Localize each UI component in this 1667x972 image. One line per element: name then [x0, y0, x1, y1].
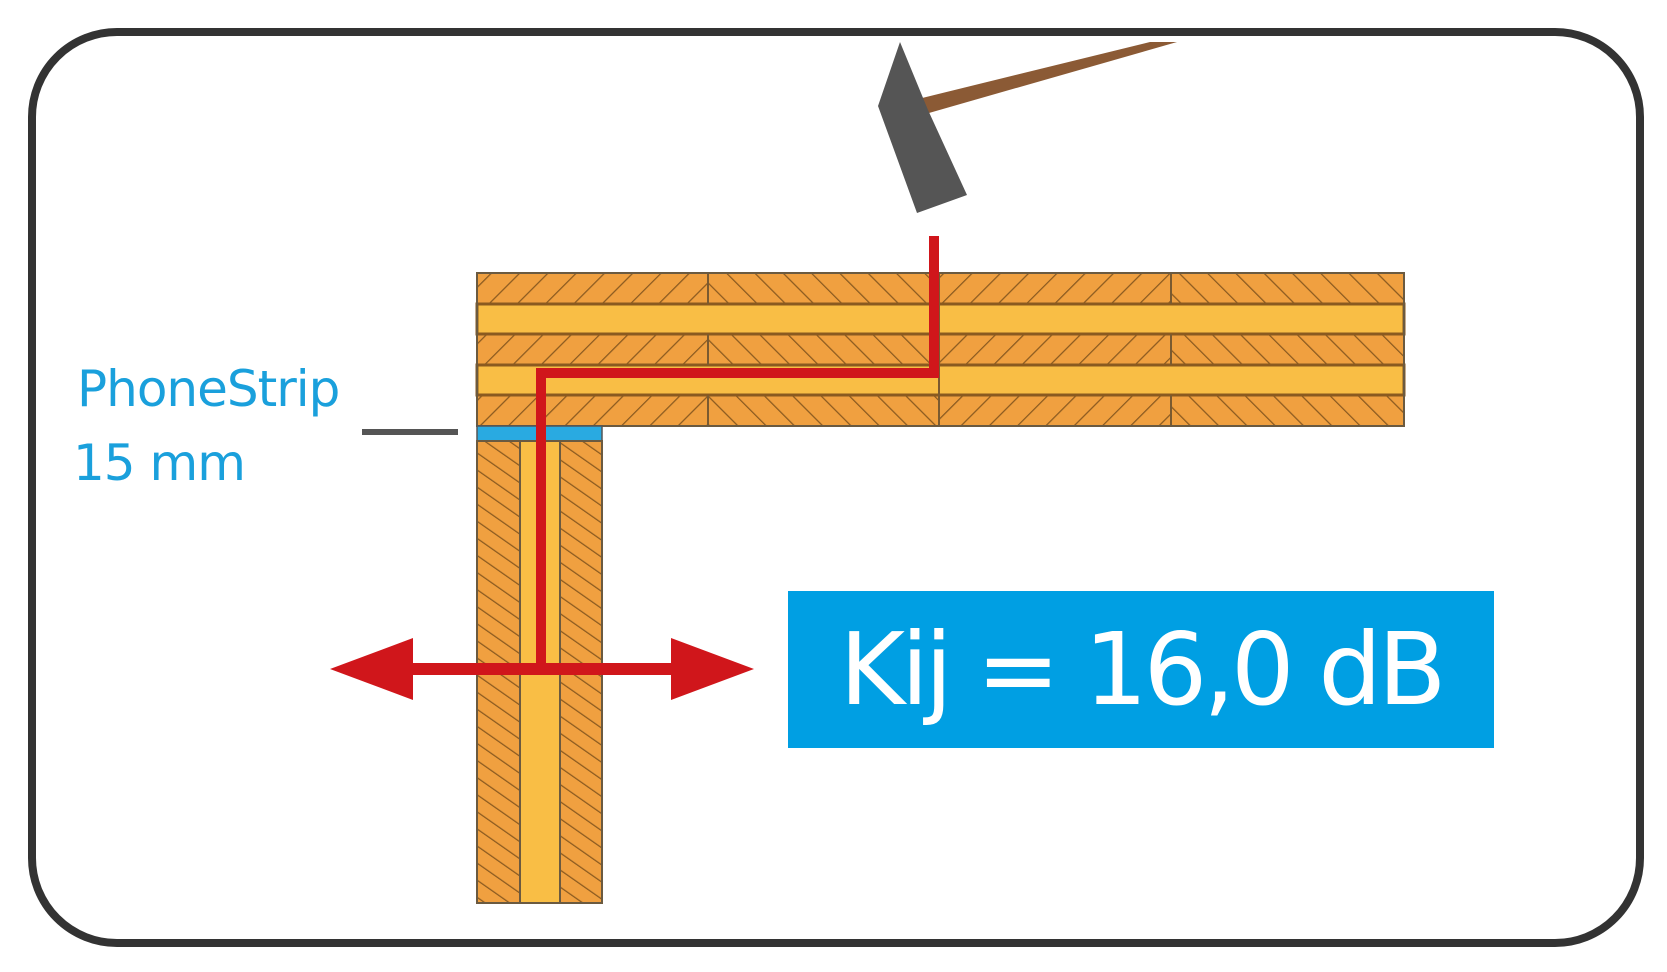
- product-thickness-label: 15 mm: [73, 434, 246, 492]
- double-arrow-icon: [330, 638, 754, 700]
- product-name-label: PhoneStrip: [77, 360, 340, 418]
- outer-frame: [28, 28, 1644, 947]
- floor-core-layer: [475, 302, 1406, 336]
- result-box: Kij = 16,0 dB: [788, 591, 1494, 748]
- floor-hatched-layers: [477, 273, 1404, 426]
- kij-value: Kij = 16,0 dB: [839, 611, 1446, 728]
- hammer-icon: [878, 42, 1177, 213]
- transmission-path: [536, 236, 939, 669]
- floor-slab: [475, 272, 1406, 427]
